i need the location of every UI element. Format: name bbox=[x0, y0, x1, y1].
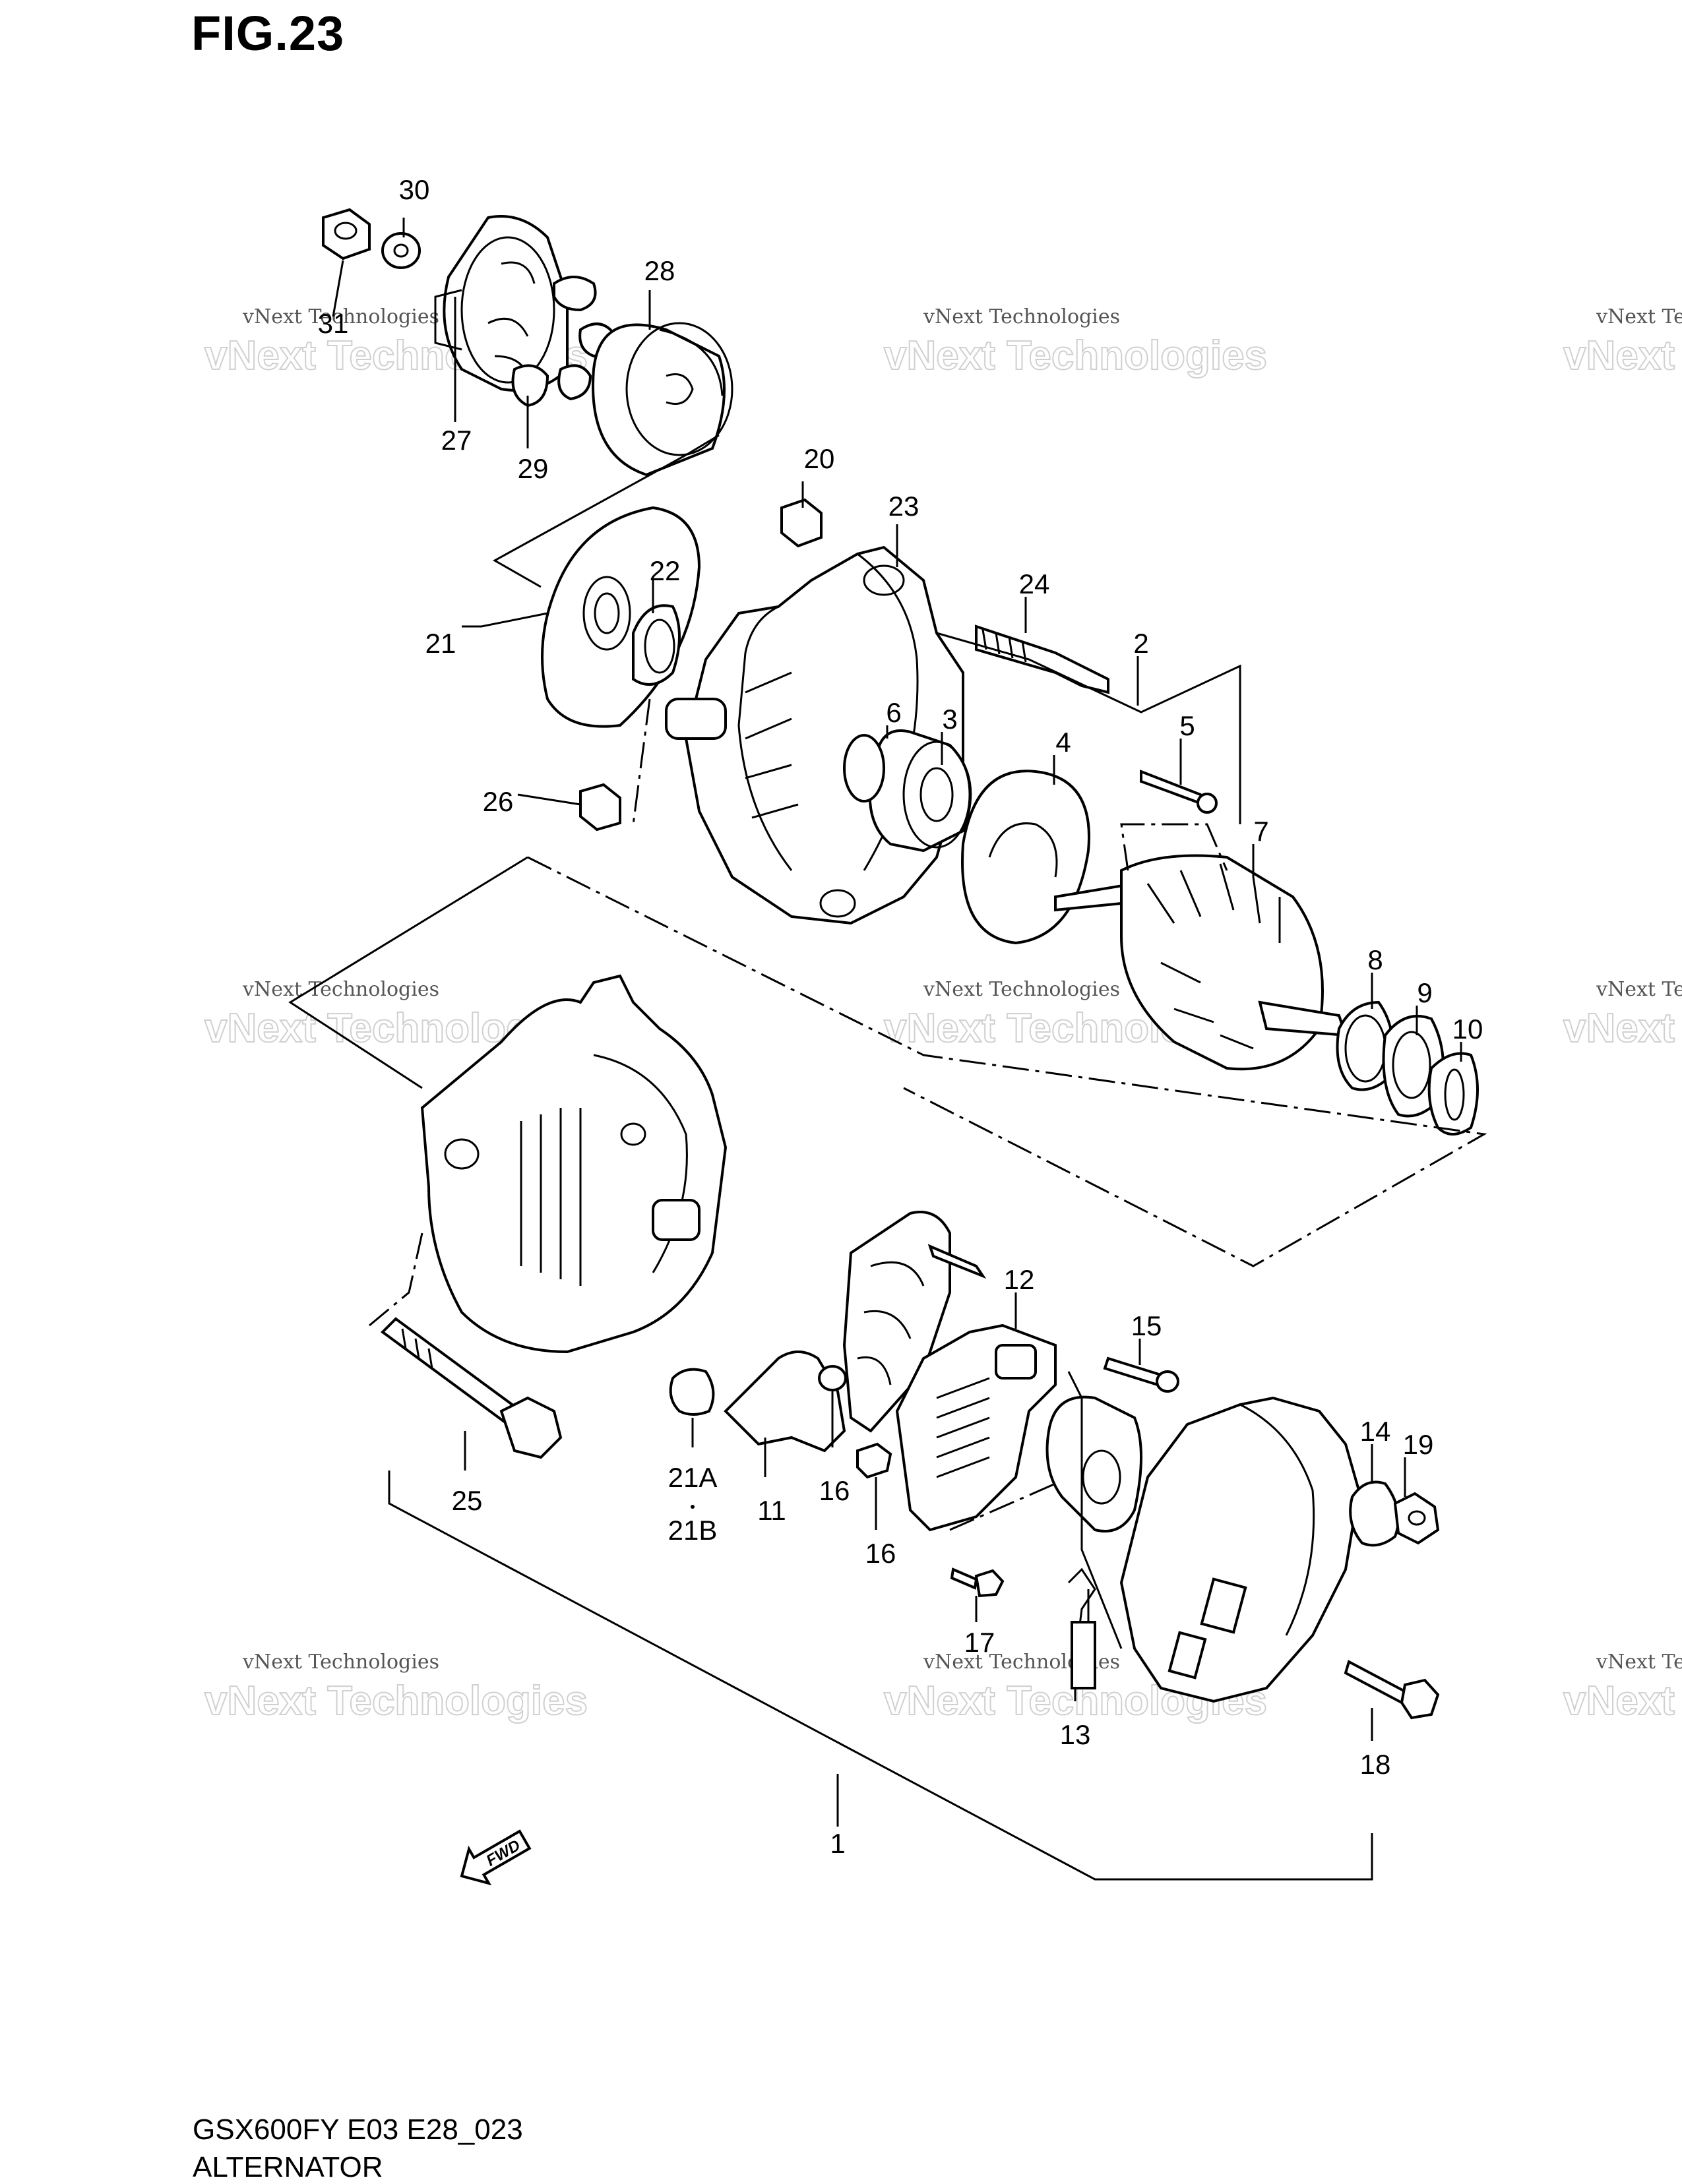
part-label-12: 12 bbox=[1004, 1264, 1035, 1295]
part-label-11: 11 bbox=[757, 1495, 786, 1526]
seal-22 bbox=[632, 604, 681, 686]
plate-4 bbox=[961, 770, 1090, 945]
part-label-2: 2 bbox=[1133, 628, 1148, 659]
screw-16a bbox=[818, 1365, 847, 1391]
watermark-large: vNext Technologies bbox=[204, 1678, 588, 1724]
part-labels: 1 2 3 4 5 6 7 8 9 10 11 12 13 14 15 16 1… bbox=[318, 174, 1483, 1859]
part-label-10: 10 bbox=[1452, 1014, 1483, 1045]
part-label-9: 9 bbox=[1417, 977, 1432, 1008]
part-label-7: 7 bbox=[1253, 816, 1268, 847]
washer-30 bbox=[381, 232, 421, 269]
part-label-16: 16 bbox=[819, 1475, 850, 1506]
part-label-23: 23 bbox=[888, 491, 919, 522]
screw-15 bbox=[1103, 1356, 1179, 1393]
separator-dot bbox=[691, 1505, 695, 1509]
screw-16b bbox=[856, 1442, 892, 1479]
watermark-large: vNext Technologies bbox=[884, 333, 1267, 379]
bolt-18 bbox=[1344, 1660, 1440, 1720]
watermark-large: vNext Technologies bbox=[1563, 1006, 1682, 1051]
part-label-19: 19 bbox=[1403, 1429, 1434, 1460]
part-label-17: 17 bbox=[964, 1627, 995, 1658]
part-label-5: 5 bbox=[1179, 710, 1195, 741]
cap-14 bbox=[1349, 1480, 1400, 1547]
part-label-21B: 21B bbox=[668, 1515, 718, 1546]
rotor-7 bbox=[1054, 854, 1348, 1071]
bearing-3 bbox=[868, 729, 972, 853]
bolt-25 bbox=[380, 1317, 563, 1459]
part-label-27: 27 bbox=[441, 425, 472, 456]
part-label-20: 20 bbox=[804, 443, 835, 474]
part-label-30: 30 bbox=[399, 174, 430, 205]
part-label-1: 1 bbox=[830, 1828, 845, 1859]
bearing-8 bbox=[1336, 1000, 1395, 1091]
part-label-25: 25 bbox=[452, 1485, 483, 1516]
leader-lines bbox=[332, 218, 1462, 1827]
bushing-21A bbox=[669, 1368, 715, 1416]
part-label-6: 6 bbox=[886, 697, 901, 728]
nut-26 bbox=[579, 783, 621, 832]
figure-title: FIG.23 bbox=[191, 6, 345, 61]
part-label-24: 24 bbox=[1019, 568, 1050, 599]
rear-cover bbox=[1119, 1396, 1361, 1703]
brush-holder-12 bbox=[895, 1323, 1057, 1532]
part-label-31: 31 bbox=[318, 308, 349, 339]
part-label-18: 18 bbox=[1360, 1749, 1391, 1780]
part-label-16: 16 bbox=[865, 1538, 896, 1569]
nut-19 bbox=[1393, 1492, 1440, 1545]
watermark-small: vNext Technologies bbox=[923, 978, 1120, 1001]
figure-name: ALTERNATOR bbox=[193, 2151, 383, 2183]
model-code: GSX600FY E03 E28_023 bbox=[193, 2113, 523, 2146]
part-label-3: 3 bbox=[942, 704, 957, 735]
part-label-21A: 21A bbox=[668, 1462, 718, 1493]
watermark-small: vNext Technologies bbox=[242, 1651, 439, 1674]
part-label-13: 13 bbox=[1060, 1719, 1091, 1750]
screw-5 bbox=[1140, 770, 1218, 814]
watermark-large: vNext Technologies bbox=[1563, 1678, 1682, 1724]
watermark-small: vNext Technologies bbox=[1596, 1651, 1682, 1674]
rectifier-11 bbox=[724, 1211, 987, 1453]
rear-housing bbox=[420, 974, 728, 1354]
screw-17 bbox=[950, 1567, 1005, 1598]
watermark-small: vNext Technologies bbox=[1596, 305, 1682, 328]
fwd-arrow: FWD bbox=[460, 1829, 532, 1886]
part-label-28: 28 bbox=[644, 255, 675, 286]
dampers-29 bbox=[511, 276, 615, 408]
stud-24 bbox=[975, 624, 1109, 694]
watermark-small: vNext Technologies bbox=[242, 305, 439, 328]
regulator-13 bbox=[1045, 1395, 1142, 1689]
pulley-28 bbox=[592, 322, 733, 477]
spacer-6 bbox=[843, 734, 885, 803]
watermark-small: vNext Technologies bbox=[923, 305, 1120, 328]
part-label-8: 8 bbox=[1367, 944, 1383, 975]
part-label-15: 15 bbox=[1131, 1310, 1162, 1341]
part-label-4: 4 bbox=[1055, 727, 1071, 758]
part-label-21: 21 bbox=[425, 628, 456, 659]
part-label-14: 14 bbox=[1360, 1416, 1391, 1447]
part-label-22: 22 bbox=[650, 555, 681, 586]
ring-10 bbox=[1427, 1052, 1479, 1136]
part-label-29: 29 bbox=[518, 453, 549, 484]
watermark-small: vNext Technologies bbox=[242, 978, 439, 1001]
part-label-26: 26 bbox=[483, 786, 514, 817]
watermark-small: vNext Technologies bbox=[1596, 978, 1682, 1001]
watermark-large: vNext Technologies bbox=[1563, 333, 1682, 379]
nut-31 bbox=[322, 208, 371, 260]
nut-20 bbox=[780, 498, 823, 548]
